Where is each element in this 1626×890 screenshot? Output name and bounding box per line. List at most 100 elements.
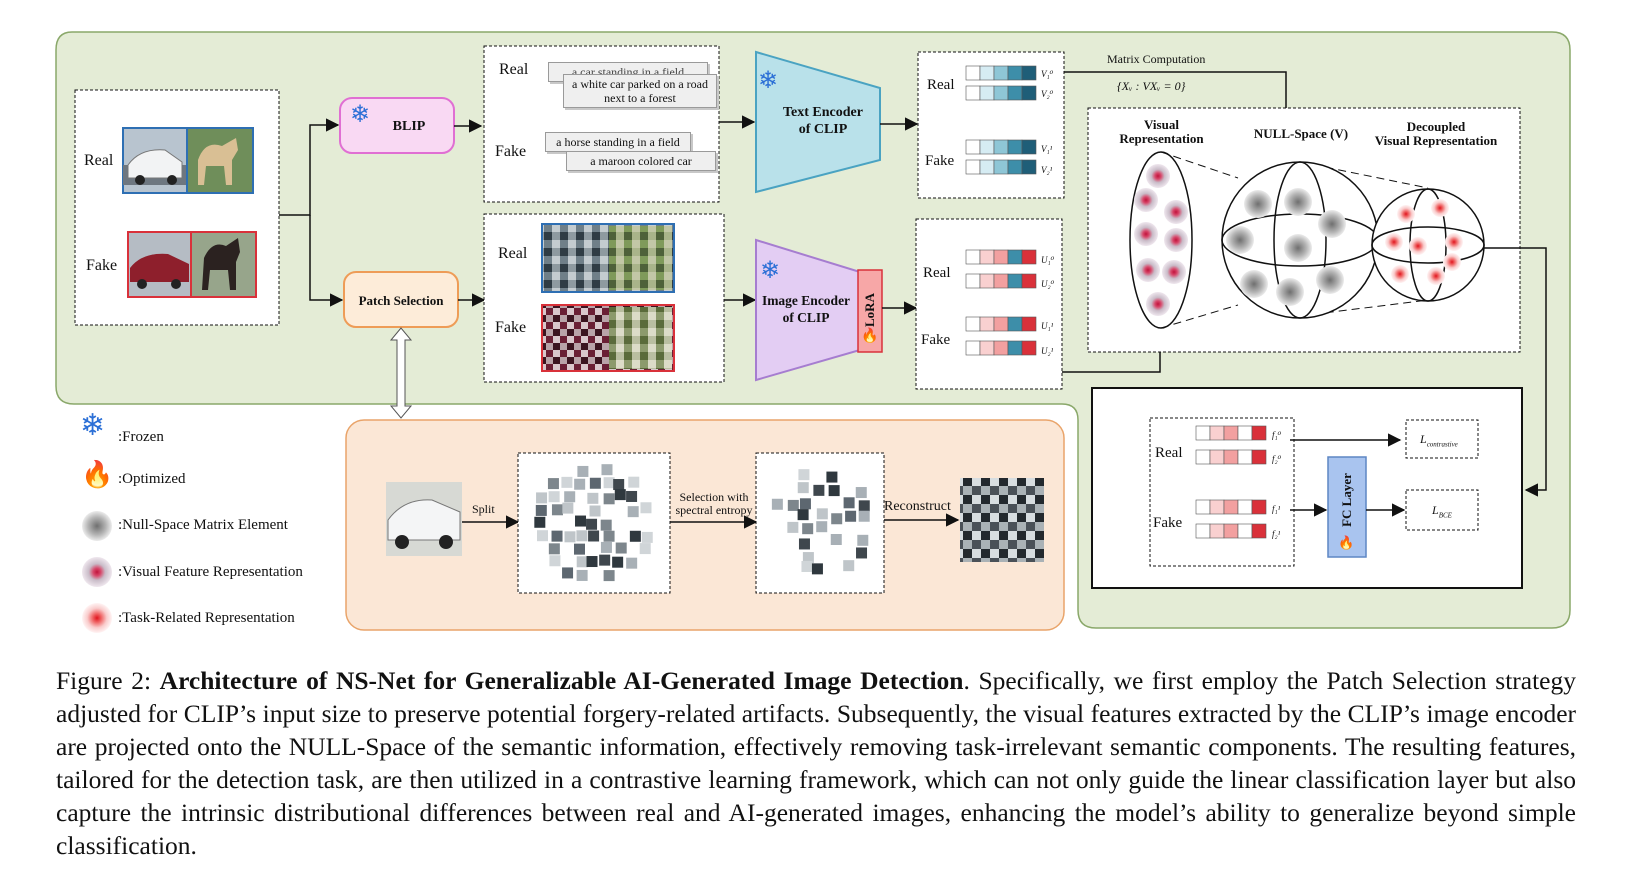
- task-related-dot: [1427, 267, 1445, 285]
- fc-layer-block: [1327, 456, 1367, 558]
- nullspace-title: NULL-Space (V): [1253, 126, 1349, 141]
- split-patch: [535, 504, 547, 516]
- selected-patch: [857, 534, 869, 546]
- image-feature-bar-row: [965, 273, 1037, 289]
- legend-optimized: :Optimized: [118, 471, 186, 487]
- split-patch: [551, 530, 563, 542]
- split-patch: [564, 531, 576, 543]
- split-patch: [576, 556, 588, 568]
- split-patch: [576, 530, 588, 542]
- null-space-element-dot: [1316, 266, 1344, 294]
- split-patch: [574, 543, 586, 555]
- image-feature-row-4: U₂¹: [1041, 346, 1054, 356]
- image-feature-bar-row: [965, 316, 1037, 332]
- bce-loss-label: LBCE: [1432, 504, 1452, 519]
- split-patch: [547, 478, 559, 490]
- classifier-fake-label: Fake: [1153, 515, 1183, 531]
- split-patch: [627, 506, 639, 518]
- split-patch: [564, 491, 576, 503]
- task-related-dot: [1391, 265, 1409, 283]
- split-patch: [600, 519, 612, 531]
- visual-feature-dot: [1164, 228, 1188, 252]
- null-space-element-dot: [1244, 190, 1272, 218]
- split-patch: [629, 530, 641, 542]
- text-feature-row-3: V₁¹: [1041, 144, 1053, 154]
- selection-label: Selection with spectral entropy: [664, 491, 764, 517]
- image-feature-row-3: U₁¹: [1041, 321, 1054, 331]
- visual-feature-dot: [1164, 200, 1188, 224]
- text-feature-bar-row: [965, 139, 1037, 155]
- optimized-legend-icon: 🔥: [81, 460, 114, 489]
- reconstructed-image: [960, 478, 1044, 562]
- split-patch: [614, 489, 626, 501]
- classifier-row-1: f₁⁰: [1272, 430, 1282, 440]
- lora-block: [857, 269, 883, 353]
- classifier-feature-bar-row: [1195, 425, 1267, 441]
- classifier-feature-bar-row: [1195, 499, 1267, 515]
- split-patch: [603, 530, 615, 542]
- fake-caption-back: a horse standing in a field: [545, 132, 691, 152]
- task-related-dot: [1445, 233, 1463, 251]
- real-caption-front: a white car parked on a road next to a f…: [563, 74, 717, 108]
- split-patch: [626, 490, 638, 502]
- real-image-pair: [122, 127, 254, 194]
- patches-real-label: Real: [498, 245, 528, 262]
- image-features-real-label: Real: [923, 265, 951, 281]
- split-patch: [536, 492, 548, 504]
- legend-icons: [82, 511, 112, 633]
- legend-frozen: :Frozen: [118, 429, 164, 445]
- patches-fake-label: Fake: [495, 319, 527, 336]
- text-feature-row-2: V₂⁰: [1041, 89, 1054, 99]
- selected-patch: [799, 498, 811, 510]
- selected-patch: [828, 485, 840, 497]
- text-encoder-label: Text Encoder of CLIP: [770, 104, 876, 138]
- visual-representation-title: Visual Representation: [1104, 118, 1219, 146]
- split-patch: [603, 493, 615, 505]
- text-feature-bar-row: [965, 65, 1037, 81]
- snowflake-icon: ❄: [758, 68, 779, 94]
- image-encoder-line2: of CLIP: [782, 310, 830, 325]
- split-patch: [561, 476, 573, 488]
- legend-task-related: :Task-Related Representation: [118, 610, 295, 626]
- legend-visual-feature: :Visual Feature Representation: [118, 564, 303, 580]
- selected-patch: [801, 560, 813, 572]
- task-related-dot: [1431, 199, 1449, 217]
- bidirectional-arrow: [389, 327, 413, 419]
- task-related-dot: [1443, 253, 1461, 271]
- split-patch: [551, 504, 563, 516]
- selected-patch: [843, 560, 855, 572]
- visual-feature-dot: [1134, 188, 1158, 212]
- split-patch: [615, 542, 627, 554]
- split-patch: [613, 479, 625, 491]
- image-feature-bar-row: [965, 340, 1037, 356]
- visual-feature-dot: [1146, 292, 1170, 316]
- pipeline-source-image: [386, 482, 462, 556]
- visual-feature-dot: [1134, 222, 1158, 246]
- split-patch: [603, 477, 615, 489]
- selected-patch: [843, 497, 855, 509]
- selected-patch: [787, 499, 799, 511]
- decoupled-title-line1: Decoupled: [1406, 119, 1466, 134]
- split-patch: [549, 555, 561, 567]
- split-label: Split: [472, 502, 495, 516]
- classifier-row-2: f₂⁰: [1272, 454, 1282, 464]
- input-real-label: Real: [84, 152, 114, 169]
- null-space-element-dot: [1318, 210, 1346, 238]
- split-patch: [534, 516, 546, 528]
- selected-patch: [798, 538, 810, 550]
- classifier-row-3: f₁¹: [1272, 504, 1281, 514]
- text-encoder-line1: Text Encoder: [783, 105, 863, 120]
- selected-patch: [771, 498, 783, 510]
- bce-loss-symbol: L: [1432, 503, 1439, 517]
- contrastive-loss-symbol: L: [1420, 432, 1427, 446]
- null-space-element-dot: [1240, 270, 1268, 298]
- classifier-real-label: Real: [1155, 445, 1183, 461]
- fc-layer-label: FC Layer: [1339, 473, 1354, 527]
- contrastive-loss-label: Lcontrastive: [1420, 433, 1458, 448]
- patch-selection-label: Patch Selection: [358, 293, 444, 308]
- split-patch: [603, 570, 615, 582]
- text-encoder-block: [755, 50, 881, 194]
- split-patch: [588, 530, 600, 542]
- task-related-dot: [1385, 233, 1403, 251]
- caption-real-label: Real: [499, 61, 529, 78]
